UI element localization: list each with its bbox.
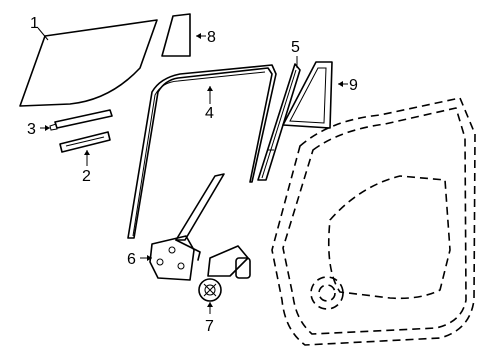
lower-channel	[59, 131, 111, 153]
arrowhead-2	[84, 150, 90, 155]
callout-6: 6	[127, 251, 136, 268]
division-bar	[257, 63, 301, 181]
leader-lines	[37, 27, 348, 314]
callout-7: 7	[205, 318, 214, 335]
quarter-glass	[161, 13, 191, 57]
arrowhead-7	[207, 302, 213, 307]
quarter-weatherstrip	[282, 61, 333, 129]
callout-2: 2	[82, 168, 91, 185]
callout-9: 9	[349, 77, 358, 94]
callout-4: 4	[205, 105, 214, 122]
callout-8: 8	[207, 29, 216, 46]
callout-3: 3	[27, 121, 36, 138]
arrowhead-8	[196, 33, 201, 39]
arrowhead-3	[45, 125, 50, 131]
door-glass	[19, 19, 158, 107]
window-regulator	[149, 173, 225, 281]
callout-5: 5	[291, 39, 300, 56]
callout-1: 1	[30, 15, 39, 32]
regulator-motor	[198, 245, 251, 302]
arrowhead-9	[338, 81, 343, 87]
door-outline	[271, 97, 476, 346]
arrowhead-6	[147, 255, 152, 261]
leader-1	[37, 27, 49, 41]
channel-clip-strip	[49, 109, 113, 131]
arrowhead-4	[207, 86, 213, 91]
glass-run-frame	[127, 64, 277, 239]
callout-numbers: 1 2 3 4 5 6 7 8 9	[27, 15, 358, 335]
